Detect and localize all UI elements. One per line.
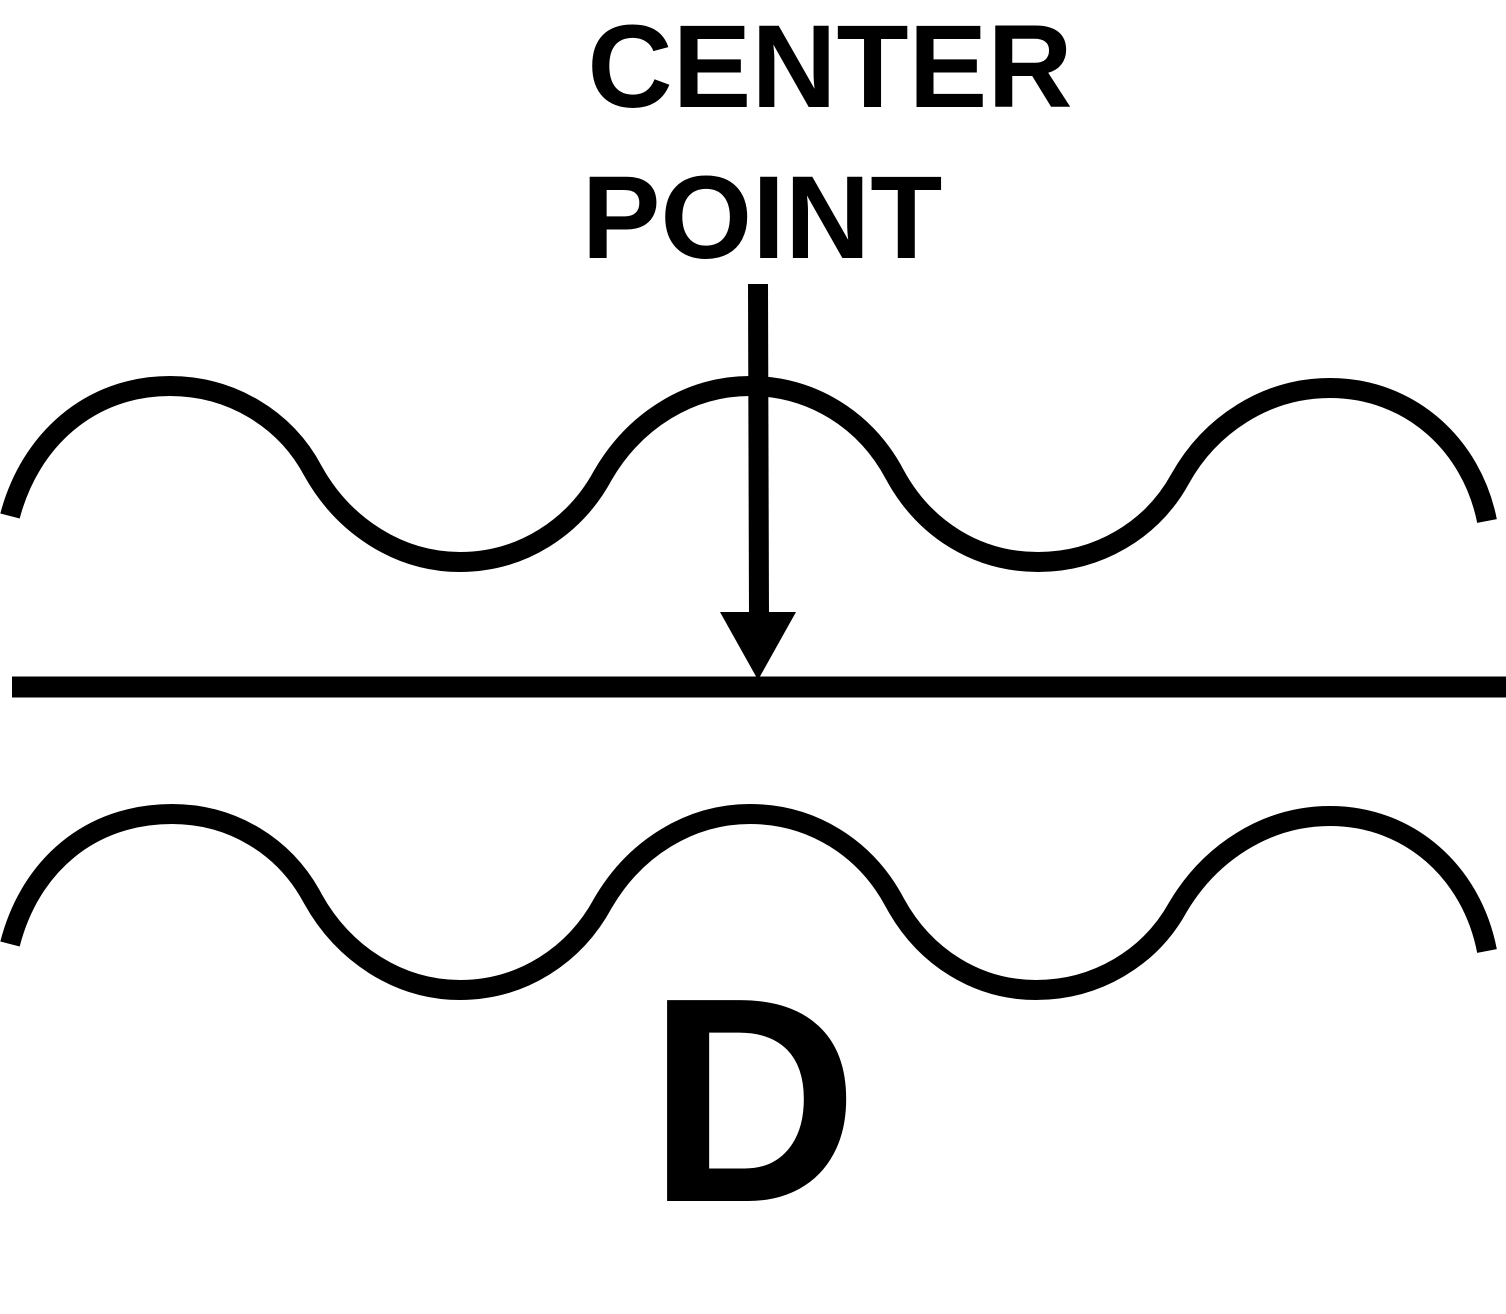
point-label: POINT [582,152,943,284]
bottom-wave-line [0,803,1497,1001]
center-label: CENTER [587,1,1072,133]
d-label: D [648,937,859,1263]
center-arrow-shaft [748,283,769,619]
arrow-head-icon [720,612,796,680]
